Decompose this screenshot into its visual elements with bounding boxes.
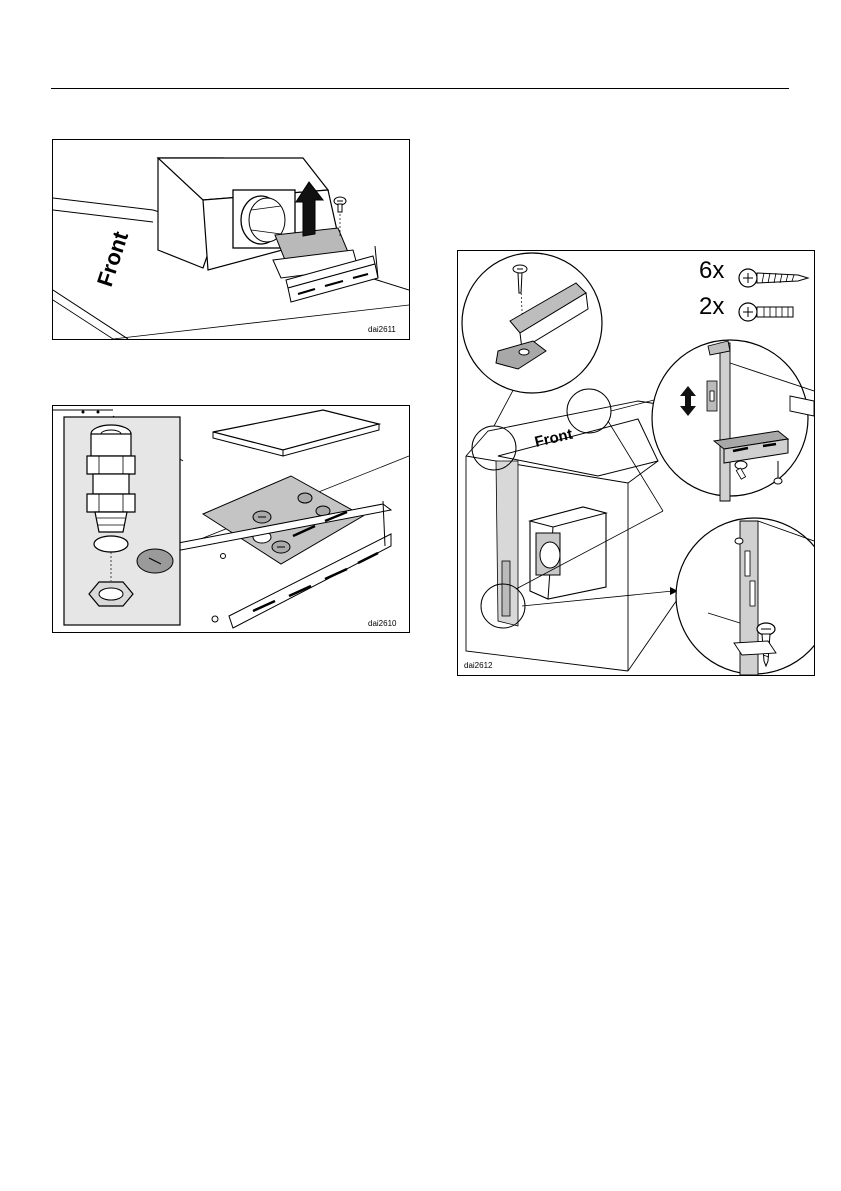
figure-right: Front [457,250,815,676]
figure-id-label: dai2610 [368,619,396,628]
front-label: Front [92,228,133,290]
figure-right-drawing: Front [458,251,814,675]
figure-id-label: dai2611 [368,325,396,334]
figure-id-label: dai2612 [464,661,492,670]
screw-short-quantity: 2x [699,293,724,321]
header-rule [51,88,789,89]
figure-bottom-left-drawing [53,406,409,632]
screw-long-quantity: 6x [699,257,724,285]
figure-bottom-left: dai2610 [52,405,410,633]
figure-top-left: Front dai2611 [52,139,410,340]
figure-top-left-drawing: Front [53,140,409,339]
